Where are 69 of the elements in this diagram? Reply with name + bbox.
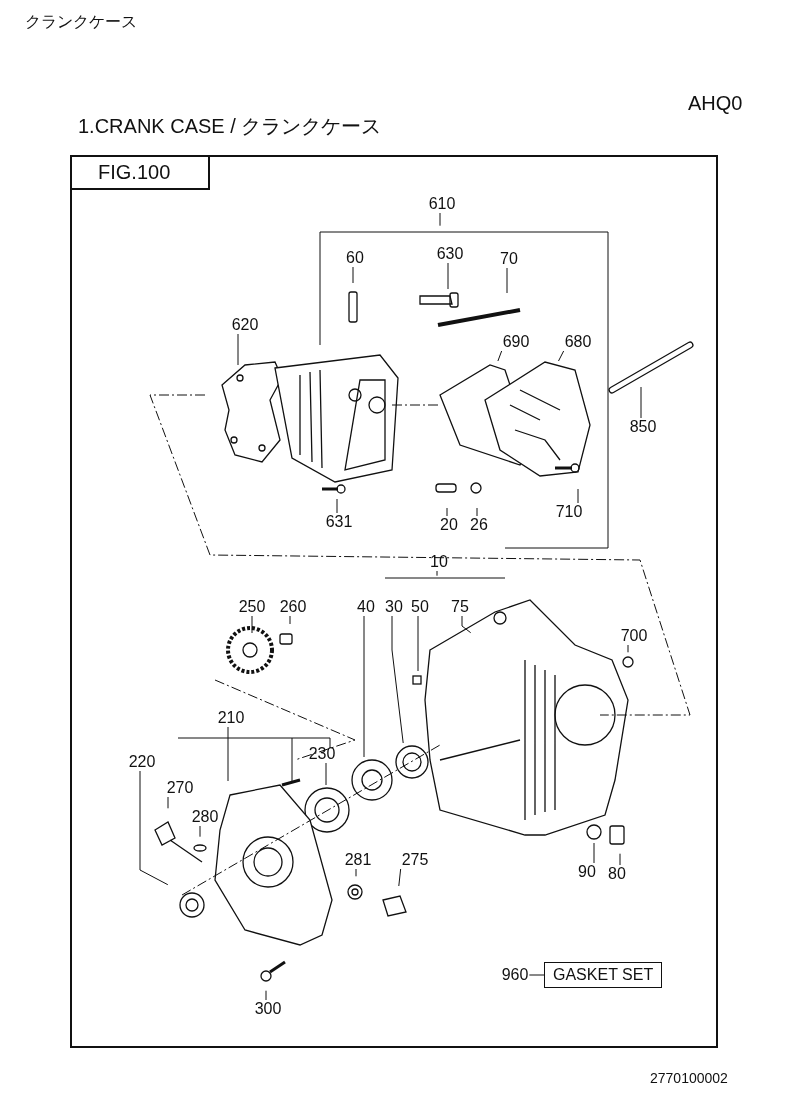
callout-number: 210 — [216, 709, 246, 727]
callout-number: 50 — [410, 598, 430, 616]
callout-number: 710 — [554, 503, 584, 521]
callout-number: 610 — [427, 195, 457, 213]
callout-number: 630 — [435, 245, 465, 263]
page-title: 1.CRANK CASE / クランクケース — [78, 114, 382, 139]
leader-line — [352, 266, 354, 284]
leader-line — [289, 615, 291, 625]
leader-line — [237, 333, 239, 366]
callout-number: 850 — [628, 418, 658, 436]
callout-number: 281 — [343, 851, 373, 869]
leader-line — [336, 498, 338, 514]
leader-line — [497, 350, 503, 362]
leader-line — [593, 842, 595, 864]
callout-number: 300 — [253, 1000, 283, 1018]
callout-number: 230 — [307, 745, 337, 763]
callout-number: 275 — [400, 851, 430, 869]
page-note: AHQ0 — [688, 92, 743, 115]
leader-line — [627, 644, 629, 653]
callout-number: 700 — [619, 627, 649, 645]
page-note: クランクケース — [25, 12, 137, 32]
leader-line — [139, 770, 169, 886]
callout-number: 680 — [563, 333, 593, 351]
callout-number: 60 — [345, 249, 365, 267]
leader-line — [447, 262, 449, 290]
callout-number: 620 — [230, 316, 260, 334]
leader-line — [319, 212, 609, 549]
figure-tab: FIG.100 — [72, 157, 211, 190]
leader-line — [461, 615, 472, 634]
callout-number: 260 — [278, 598, 308, 616]
leader-line — [384, 570, 506, 579]
callout-number: 75 — [450, 598, 470, 616]
callout-number: 10 — [429, 553, 449, 571]
leader-line — [528, 974, 545, 976]
callout-number: 70 — [499, 250, 519, 268]
leader-line — [558, 350, 565, 362]
callout-number: 270 — [165, 779, 195, 797]
leader-line — [476, 507, 478, 517]
leader-line — [577, 488, 579, 504]
leader-line — [391, 615, 404, 744]
callout-number: 20 — [439, 516, 459, 534]
leader-line — [265, 990, 267, 1001]
figure-frame — [70, 155, 718, 1048]
leader-line — [251, 615, 253, 634]
leader-line — [363, 615, 365, 758]
leader-line — [446, 507, 448, 517]
callout-number: 90 — [577, 863, 597, 881]
callout-number: 220 — [127, 753, 157, 771]
part-name-box: GASKET SET — [544, 962, 663, 988]
page-note: 2770100002 — [650, 1070, 728, 1086]
leader-line — [417, 615, 419, 672]
leader-line — [177, 737, 331, 786]
leader-line — [506, 267, 508, 294]
leader-line — [619, 853, 621, 866]
callout-number: 960 — [500, 966, 530, 984]
leader-line — [167, 796, 169, 809]
leader-line — [227, 726, 229, 782]
callout-number: 80 — [607, 865, 627, 883]
leader-line — [398, 868, 402, 887]
callout-number: 40 — [356, 598, 376, 616]
leader-line — [199, 825, 201, 838]
callout-number: 250 — [237, 598, 267, 616]
leader-line — [640, 386, 642, 419]
callout-number: 26 — [469, 516, 489, 534]
leader-line — [355, 868, 357, 877]
callout-number: 280 — [190, 808, 220, 826]
callout-number: 690 — [501, 333, 531, 351]
callout-number: 631 — [324, 513, 354, 531]
callout-number: 30 — [384, 598, 404, 616]
